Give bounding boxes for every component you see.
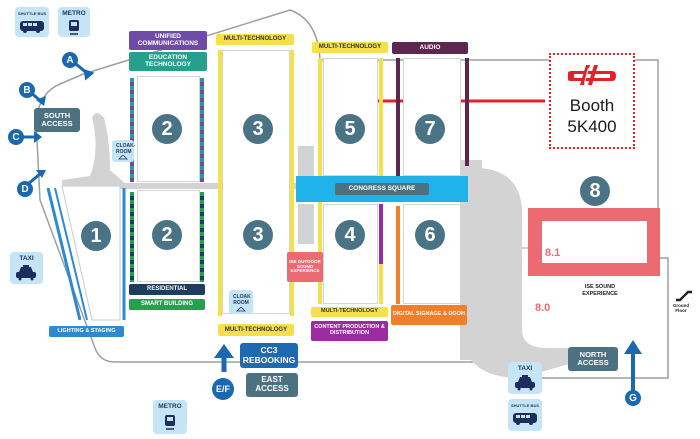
gate-c-arrow-head (34, 131, 42, 143)
cloakroom-label: CLOAK-ROOM (116, 143, 136, 155)
cloakroom-2: CLOAK ROOM (229, 290, 253, 314)
gate-c[interactable]: C (8, 129, 24, 145)
hall-2-edge-bar (130, 78, 134, 182)
hall-number-8: 8 (580, 176, 610, 206)
bus-icon (20, 21, 44, 33)
category-multi-technology-hall-3-bottom: MULTI-TECHNOLOGY (218, 324, 294, 336)
category-content-production: CONTENT PRODUCTION & DISTRIBUTION (311, 321, 388, 341)
taxi-left: TAXI (10, 252, 43, 284)
taxi-icon (16, 265, 36, 281)
taxi-label: TAXI (19, 255, 34, 262)
category-outdoor-sound-experience: ISE OUTDOOR SOUND EXPERIENCE (287, 252, 323, 282)
cloakroom-label: CLOAK ROOM (233, 294, 251, 306)
south-foyer (62, 113, 128, 186)
area-8-0: 8.0 (535, 302, 551, 314)
metro-label: METRO (158, 403, 182, 410)
hall-7-edge-bar (465, 58, 469, 166)
gate-ef[interactable]: E/F (212, 378, 234, 400)
hall-4-edge-bar (379, 204, 383, 264)
sound-experience-label: ISE SOUND EXPERIENCE (582, 284, 618, 297)
train-icon (165, 415, 175, 430)
shuttle-bus-label: SHUTTLE BUS (18, 11, 46, 16)
category-smart-building: SMART BUILDING (129, 299, 205, 310)
gate-a-arrow-line (75, 62, 89, 76)
metro-bottom: METRO (153, 400, 187, 434)
gate-d-arrow-head (36, 170, 46, 178)
hall-number-5: 5 (335, 114, 365, 144)
gray-block (298, 146, 314, 178)
category-education-technology: EDUCATION TECHNOLOGY (129, 52, 207, 71)
taxi-bottom: TAXI (508, 362, 542, 394)
hanger-icon (118, 155, 128, 160)
metro-top: METRO (58, 7, 90, 37)
hall-2-edge-bar (200, 192, 204, 282)
hall-number-2-north: 2 (152, 114, 182, 144)
gate-ef-arrow-head (214, 344, 234, 358)
hall-4[interactable] (323, 204, 378, 304)
booth-number: 5K400 (567, 117, 617, 136)
gray-block-2 (298, 204, 314, 244)
hall-6[interactable] (403, 204, 461, 304)
hall-1-shape (61, 185, 121, 321)
south-access[interactable]: SOUTH ACCESS (34, 108, 80, 132)
hall-8-inner (542, 221, 647, 263)
hall-number-4: 4 (335, 220, 365, 250)
bus-icon (513, 413, 537, 425)
north-access[interactable]: NORTH ACCESS (568, 347, 618, 371)
taxi-icon (515, 375, 535, 391)
shuttle-bus-bottom: SHUTTLE BUS (508, 399, 542, 431)
hanger-icon (236, 307, 246, 312)
hall-4-edge-bar (379, 264, 383, 304)
cc3-rebooking[interactable]: CC3 REBOOKING (240, 343, 298, 368)
gate-g-arrow-head (624, 340, 642, 354)
shuttle-bus-top: SHUTTLE BUS (15, 7, 49, 37)
hall-3-edge-bar (218, 50, 222, 316)
category-lighting-staging: LIGHTING & STAGING (49, 326, 124, 337)
congress-square-label: CONGRESS SQUARE (335, 183, 429, 195)
hall-number-1: 1 (81, 221, 111, 251)
booth-label: Booth (569, 96, 615, 115)
hall-number-3-south: 3 (243, 220, 273, 250)
gate-d[interactable]: D (17, 181, 33, 197)
shuttle-bus-label: SHUTTLE BUS (511, 403, 539, 408)
category-multi-technology-hall-5: MULTI-TECHNOLOGY (312, 42, 388, 53)
area-8-1: 8.1 (545, 247, 561, 259)
category-residential: RESIDENTIAL (129, 284, 205, 295)
gate-a[interactable]: A (62, 52, 78, 68)
escalator-icon (676, 290, 692, 302)
hall-3[interactable] (222, 50, 290, 314)
hall-number-7: 7 (415, 114, 445, 144)
category-audio: AUDIO (392, 42, 468, 54)
gate-g[interactable]: G (625, 390, 641, 406)
hall-3-edge-bar (290, 50, 294, 316)
lighting-bar-2 (54, 187, 88, 321)
category-multi-technology-hall-4: MULTI-TECHNOLOGY (311, 307, 388, 317)
hall-2-edge-bar (130, 192, 134, 282)
hall-7-edge-bar (396, 58, 400, 176)
hall-7[interactable] (403, 58, 461, 176)
ground-floor-label: Ground Floor (672, 303, 690, 314)
taxi-label: TAXI (517, 365, 533, 372)
train-icon (69, 20, 79, 35)
hall-number-2-south: 2 (152, 220, 182, 250)
booth-callout[interactable]: Booth 5K400 (549, 53, 635, 149)
hall-5-edge-bar (379, 58, 383, 178)
cloakroom-1: CLOAK-ROOM (112, 140, 136, 162)
hall-2-edge-bar (200, 78, 204, 182)
gate-b[interactable]: B (19, 82, 35, 98)
hall-number-6: 6 (415, 220, 445, 250)
category-multi-technology-hall-3: MULTI-TECHNOLOGY (216, 34, 294, 45)
hall-6-edge-bar (396, 206, 400, 304)
category-unified-communications: UNIFIED COMMUNICATIONS (129, 31, 207, 50)
category-digital-signage: DIGITAL SIGNAGE & DOOH (391, 305, 467, 325)
metro-label: METRO (62, 10, 86, 17)
east-access[interactable]: EAST ACCESS (246, 373, 298, 397)
hall-number-3-north: 3 (243, 114, 273, 144)
gate-b-arrow-head (36, 96, 46, 106)
lighting-bar (46, 187, 82, 321)
dp-logo (568, 65, 616, 85)
concourse-east (462, 168, 576, 378)
